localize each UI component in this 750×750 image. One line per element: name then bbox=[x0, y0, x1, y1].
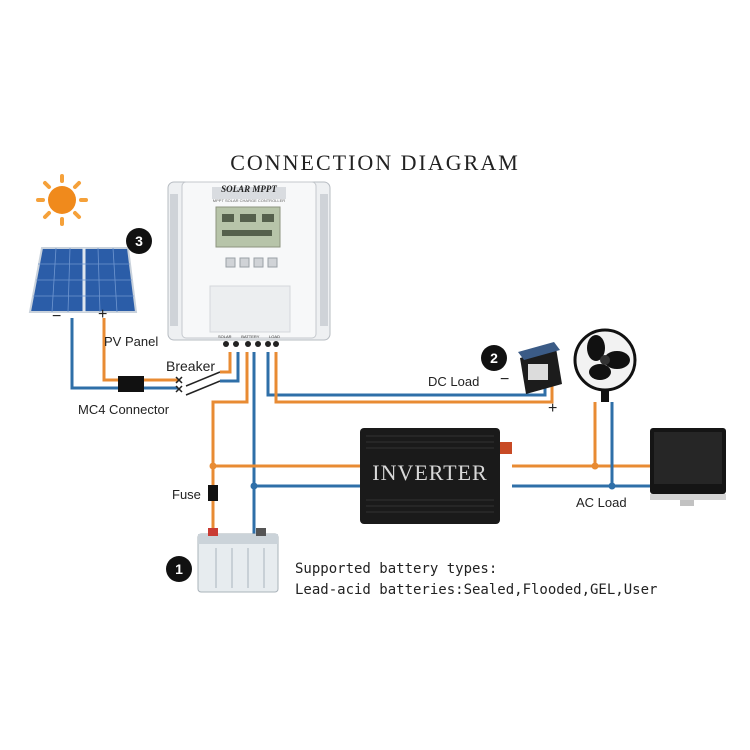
fuse-icon bbox=[208, 485, 218, 501]
page-title: CONNECTION DIAGRAM bbox=[230, 150, 520, 175]
inverter-device bbox=[360, 428, 512, 524]
ac-load-label: AC Load bbox=[576, 495, 627, 510]
badge-dc-load: 2 bbox=[481, 345, 507, 371]
junction-dots bbox=[250, 482, 616, 490]
breaker-icon bbox=[175, 371, 221, 396]
badge-pv-panel: 3 bbox=[126, 228, 152, 254]
dc-load-label: DC Load bbox=[428, 374, 480, 389]
pv-negative-sign: − bbox=[52, 308, 62, 325]
battery-icon bbox=[197, 528, 279, 593]
inverter-label: INVERTER bbox=[372, 460, 488, 485]
battery-note-line1: Supported battery types: bbox=[295, 561, 498, 577]
pv-panel-icon bbox=[28, 247, 138, 313]
badge-battery: 1 bbox=[166, 556, 192, 582]
inverter-input-wires bbox=[213, 464, 360, 488]
solar-lamp-icon bbox=[518, 342, 562, 394]
battery-note-line2: Lead-acid batteries:Sealed,Flooded,GEL,U… bbox=[295, 582, 658, 598]
mc4-connector-icon bbox=[118, 376, 144, 392]
controller-brand: SOLAR MPPT bbox=[221, 184, 277, 194]
pv-panel-label: PV Panel bbox=[104, 334, 159, 349]
fuse-label: Fuse bbox=[172, 487, 201, 502]
terminal-load: LOAD bbox=[269, 334, 280, 339]
terminal-battery: BATTERY bbox=[241, 334, 260, 339]
dc-load-negative-sign: − bbox=[500, 371, 510, 388]
dc-load-positive-sign: + bbox=[548, 400, 558, 417]
terminal-solar: SOLAR bbox=[218, 334, 232, 339]
breaker-label: Breaker bbox=[166, 358, 216, 374]
sun-icon bbox=[36, 174, 88, 226]
dc-load-wires bbox=[266, 352, 554, 404]
mc4-connector-label: MC4 Connector bbox=[78, 402, 170, 417]
pv-positive-sign: + bbox=[98, 306, 108, 323]
solar-charge-controller bbox=[167, 181, 331, 347]
fan-icon bbox=[573, 328, 637, 402]
controller-subtitle: MPPT SOLAR CHARGE CONTROLLER bbox=[212, 198, 286, 203]
ac-load-wires bbox=[512, 402, 652, 488]
controller-terminal-labels: SOLAR BATTERY LOAD bbox=[218, 334, 280, 339]
monitor-icon bbox=[650, 428, 726, 506]
